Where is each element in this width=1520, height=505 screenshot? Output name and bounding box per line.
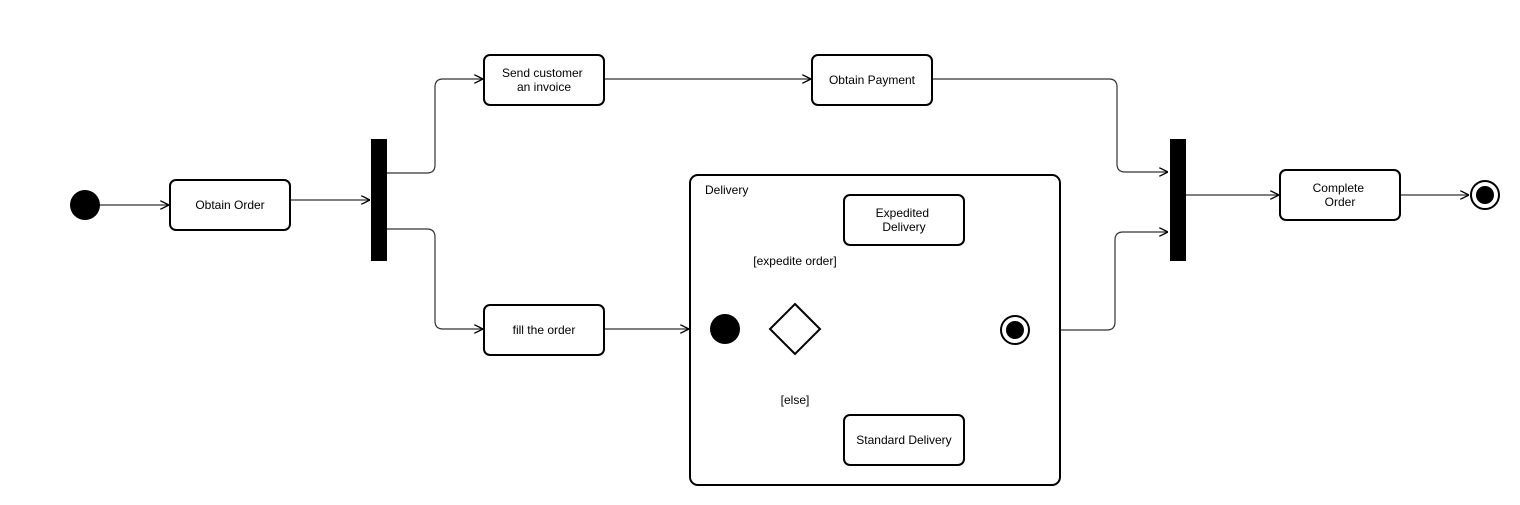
decision-node <box>768 302 822 356</box>
action-expedited-delivery-label: Expedited Delivery <box>876 206 933 234</box>
action-fill-order-label: fill the order <box>513 323 576 337</box>
activity-final-node <box>1470 180 1500 210</box>
activity-delivery[interactable]: Delivery <box>689 174 1061 486</box>
fork-bar <box>371 139 387 261</box>
action-fill-order[interactable]: fill the order <box>483 304 605 356</box>
guard-expedite-order: [expedite order] <box>753 254 836 268</box>
action-complete-order-line-2: Order <box>1325 195 1356 209</box>
action-expedited-delivery[interactable]: Expedited Delivery <box>843 194 965 246</box>
action-send-invoice[interactable]: Send customer an invoice <box>483 54 605 106</box>
delivery-initial-node <box>710 314 740 344</box>
action-send-invoice-label: Send customer an invoice <box>502 66 586 94</box>
action-obtain-payment[interactable]: Obtain Payment <box>811 54 933 106</box>
action-obtain-order-label: Obtain Order <box>195 198 264 212</box>
guard-else: [else] <box>781 393 810 407</box>
action-send-invoice-line-2: an invoice <box>517 80 571 94</box>
action-complete-order-line-1: Complete <box>1313 181 1365 195</box>
action-obtain-order[interactable]: Obtain Order <box>169 179 291 231</box>
activity-delivery-title: Delivery <box>705 183 748 197</box>
action-send-invoice-line-1: Send customer <box>502 66 583 80</box>
action-obtain-payment-label: Obtain Payment <box>829 73 916 87</box>
action-standard-delivery-label: Standard Delivery <box>856 433 951 447</box>
action-standard-delivery[interactable]: Standard Delivery <box>843 414 965 466</box>
action-expedited-delivery-line-2: Delivery <box>882 220 925 234</box>
edge-fork-to-fill-order <box>387 228 483 329</box>
delivery-final-node <box>1000 315 1030 345</box>
action-expedited-delivery-line-1: Expedited <box>876 206 929 220</box>
edge-delivery-to-join <box>1060 232 1168 331</box>
join-bar <box>1170 139 1186 261</box>
action-complete-order[interactable]: Complete Order <box>1279 169 1401 221</box>
action-complete-order-label: Complete Order <box>1313 181 1368 209</box>
edge-fork-to-send-invoice <box>387 79 483 174</box>
initial-node <box>70 190 100 220</box>
edge-obtain-payment-to-join <box>932 78 1168 172</box>
